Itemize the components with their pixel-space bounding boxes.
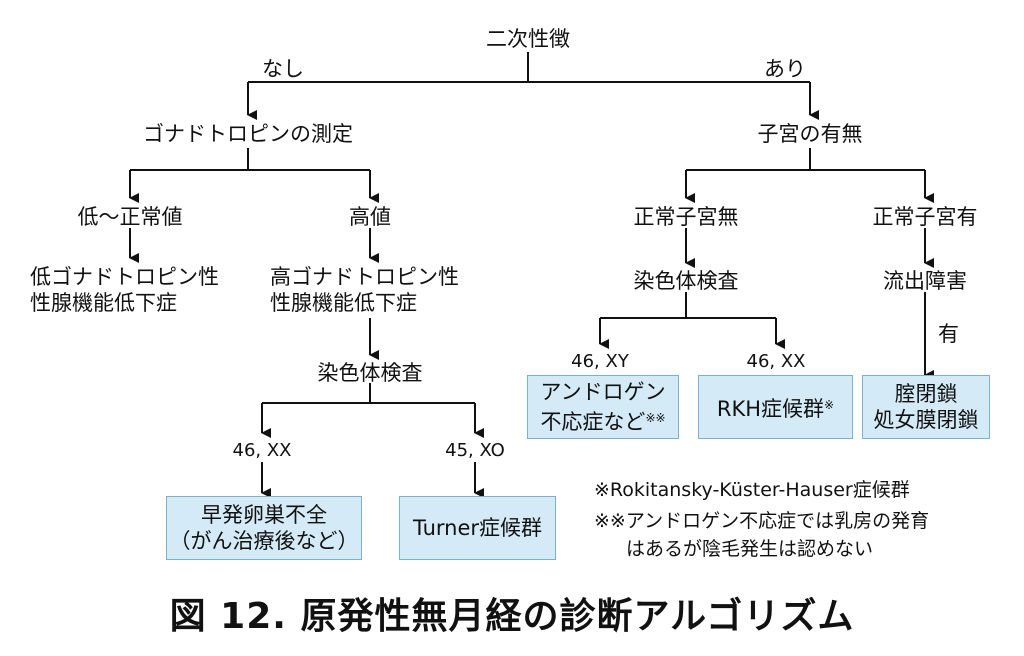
rkh-line: RKH症候群※ [717,392,834,422]
androgen-line-1: アンドロゲン [540,380,666,404]
high-node: 高値 [349,205,391,229]
vagina-line-2: 処女膜閉鎖 [873,408,979,432]
right-karyotype-node: 染色体検査 [633,269,739,293]
karyotype-46xx-left: 46, XX [232,440,292,461]
footnote-rkh: ※Rokitansky-Küster-Hauser症候群 [594,479,910,501]
ovarian-line-2: （がん治療後など） [169,529,359,553]
turner-box: Turner症候群 [399,496,556,560]
left-karyotype-node: 染色体検査 [317,361,423,385]
uterus-node: 子宮の有無 [757,122,863,146]
hypergonadotropic-line-2: 性腺機能低下症 [270,291,417,315]
karyotype-46xx-right: 46, XX [746,351,806,372]
hypogonadotropic-node: 低ゴナドトロピン性 性腺機能低下症 [30,264,219,316]
hypergonadotropic-node: 高ゴナドトロピン性 性腺機能低下症 [270,264,459,316]
root-node: 二次性徴 [486,27,570,51]
footnote-androgen-2: はあるが陰毛発生は認めない [626,538,874,560]
outflow-node: 流出障害 [883,269,967,293]
ovarian-line-1: 早発卵巣不全 [201,503,327,527]
androgen-line-2-text: 不応症など [540,410,646,434]
gonadotropin-node: ゴナドトロピンの測定 [143,122,353,146]
rkh-footnote-mark: ※ [824,398,835,412]
karyotype-45xo: 45, XO [445,440,505,461]
ovarian-insufficiency-box: 早発卵巣不全 （がん治療後など） [166,496,362,560]
vaginal-atresia-box: 腟閉鎖 処女膜閉鎖 [862,375,990,439]
hypogonadotropic-line-2: 性腺機能低下症 [30,291,177,315]
turner-label: Turner症候群 [412,516,543,540]
hypergonadotropic-line-1: 高ゴナドトロピン性 [270,265,459,289]
androgen-line-2: 不応症など※※ [540,405,665,435]
rkh-label: RKH症候群 [716,397,825,421]
low-normal-node: 低～正常値 [77,205,183,229]
edge-label-present: あり [764,57,806,81]
edge-label-none: なし [262,57,304,81]
has-uterus-node: 正常子宮有 [872,205,978,229]
rkh-box: RKH症候群※ [698,375,853,439]
figure-caption: 図 12. 原発性無月経の診断アルゴリズム [169,596,855,637]
karyotype-46xy: 46, XY [571,351,629,372]
outflow-edge-label: 有 [938,322,959,346]
androgen-insensitivity-box: アンドロゲン 不応症など※※ [527,375,679,439]
footnote-androgen-1: ※※アンドロゲン不応症では乳房の発育 [594,510,930,532]
vagina-line-1: 腟閉鎖 [894,382,958,406]
hypogonadotropic-line-1: 低ゴナドトロピン性 [30,265,219,289]
no-uterus-node: 正常子宮無 [633,205,739,229]
androgen-footnote-mark: ※※ [645,411,666,425]
